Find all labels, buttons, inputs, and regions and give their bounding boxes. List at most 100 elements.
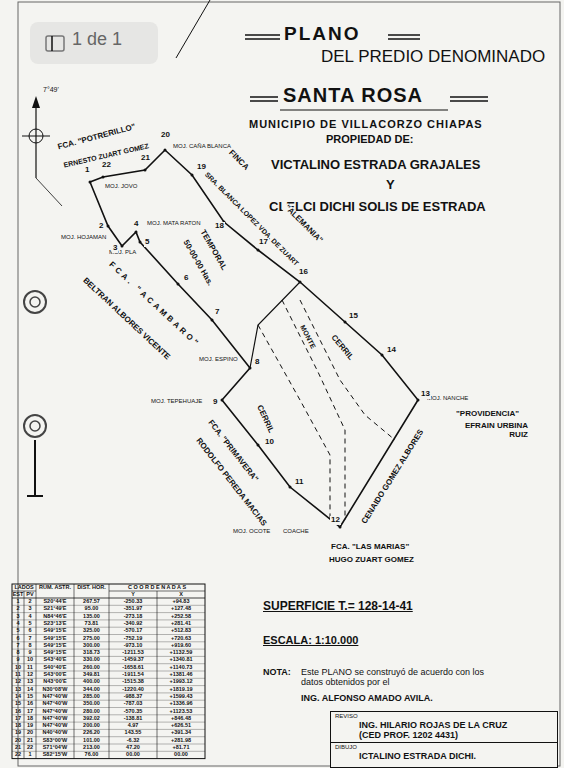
- boundary-marker: [139, 241, 142, 244]
- map-label: MOJ. HOJAMAN: [60, 234, 107, 241]
- vertex-number: 14: [386, 346, 397, 355]
- table-cell: S21°49'E: [36, 605, 74, 612]
- terrain-line: [300, 300, 395, 440]
- table-cell: 12: [24, 671, 36, 678]
- table-cell: -273.18: [109, 613, 157, 620]
- table-cell: S83°00'W: [36, 737, 74, 744]
- vertex-number: 18: [214, 222, 225, 231]
- vertex-number: 11: [294, 478, 304, 487]
- name-rule: [450, 100, 488, 102]
- title-block-box: REVISOING. HILARIO ROJAS DE LA CRUZ(CED …: [330, 711, 558, 743]
- boundary-marker: [257, 249, 260, 252]
- vertex-number: 15: [348, 312, 359, 321]
- vertex-number: 13: [420, 390, 431, 399]
- table-cell: 00.00: [109, 751, 157, 758]
- map-label: DEL PREDIO DENOMINADO: [320, 48, 546, 67]
- table-cell: S40°40'E: [36, 664, 74, 671]
- table-cell: +252.58: [157, 613, 205, 620]
- table-cell: N47°40'W: [36, 708, 74, 715]
- table-cell: 280.00: [74, 708, 109, 715]
- table-cell: 213.00: [74, 744, 109, 751]
- map-label: HUGO ZUART GOMEZ: [328, 556, 415, 565]
- punch-hole: [24, 291, 46, 313]
- vertex-number: 22: [101, 161, 112, 170]
- map-label: MOJ. ESPINO: [198, 356, 239, 363]
- table-cell: 7: [12, 642, 24, 649]
- vertex-number: 7: [214, 308, 220, 317]
- table-cell: N47°40'W: [36, 715, 74, 722]
- table-cell: +94.83: [157, 598, 205, 605]
- page-icon-line: [51, 36, 53, 51]
- map-label: FINCA: [226, 148, 251, 173]
- table-cell: 3: [24, 605, 36, 612]
- table-cell: -787.03: [109, 700, 157, 707]
- table-cell: +1381.46: [157, 671, 205, 678]
- table-rule: [157, 591, 158, 759]
- table-cell: 5: [24, 620, 36, 627]
- page-icon: [46, 36, 64, 51]
- title-block-box: DIBUJOICTALINO ESTRADA DICHI.: [330, 742, 558, 768]
- map-label: MUNICIPIO DE VILLACORZO CHIAPAS: [248, 118, 484, 130]
- block-entry: (CED PROF. 1202 4431): [335, 730, 553, 740]
- map-label: Este PLANO se construyó de acuerdo con l…: [300, 668, 487, 688]
- table-cell: +626.51: [157, 722, 205, 729]
- table-cell: 13: [24, 678, 36, 685]
- map-title: PLANO: [284, 24, 361, 45]
- sheet-line: [176, 0, 210, 58]
- boundary-marker: [164, 149, 167, 152]
- map-label: MOJ. OCOTE: [232, 528, 271, 535]
- table-cell: N40°40'W: [36, 729, 74, 736]
- table-cell: -1220.40: [109, 686, 157, 693]
- table-cell: 10: [12, 664, 24, 671]
- table-cell: +281.41: [157, 620, 205, 627]
- boundary-marker: [221, 399, 224, 402]
- block-caption: DIBUJO: [335, 744, 553, 751]
- table-cell: 4.97: [109, 722, 157, 729]
- table-cell: 19: [12, 729, 24, 736]
- north-arrow: [35, 100, 36, 178]
- table-cell: +127.48: [157, 605, 205, 612]
- table-cell: 1: [12, 598, 24, 605]
- table-cell: 344.00: [74, 686, 109, 693]
- table-cell: 12: [12, 678, 24, 685]
- table-cell: +1132.59: [157, 649, 205, 656]
- table-cell: 00.00: [157, 751, 205, 758]
- map-label: CLELCI DICHI SOLIS DE ESTRADA: [268, 200, 487, 214]
- table-header: PV: [24, 591, 36, 598]
- table-cell: 5: [12, 627, 24, 634]
- table-cell: +919.60: [157, 642, 205, 649]
- name-rule: [450, 96, 488, 98]
- table-cell: -6.32: [109, 737, 157, 744]
- boundary-marker: [381, 354, 384, 357]
- table-cell: 15: [24, 693, 36, 700]
- table-cell: 19: [24, 722, 36, 729]
- boundary-marker: [121, 245, 124, 248]
- boundary-marker: [107, 225, 110, 228]
- table-cell: 18: [24, 715, 36, 722]
- vertex-number: 21: [140, 154, 151, 163]
- table-cell: 226.20: [74, 729, 109, 736]
- table-cell: 17: [12, 715, 24, 722]
- binding-bar: [27, 495, 43, 497]
- table-cell: 11: [12, 671, 24, 678]
- table-cell: 1: [24, 751, 36, 758]
- boundary-marker: [135, 231, 138, 234]
- north-arrow: [29, 129, 43, 143]
- binding-bar: [34, 440, 36, 496]
- table-cell: +1340.81: [157, 656, 205, 663]
- vertex-number: 3: [112, 244, 118, 253]
- table-cell: 10: [24, 656, 36, 663]
- table-cell: 4: [24, 613, 36, 620]
- table-cell: S49°15'E: [36, 627, 74, 634]
- map-label: ESCALA: 1:10.000: [262, 634, 359, 646]
- table-cell: -973.10: [109, 642, 157, 649]
- table-cell: 285.00: [74, 693, 109, 700]
- punch-hole: [24, 415, 46, 437]
- boundary-marker: [257, 444, 260, 447]
- page-border: [18, 2, 560, 766]
- table-cell: 16: [12, 708, 24, 715]
- table-cell: 11: [24, 664, 36, 671]
- block-entry: ING. HILARIO ROJAS DE LA CRUZ: [335, 720, 553, 730]
- table-cell: -752.19: [109, 635, 157, 642]
- table-cell: -351.97: [109, 605, 157, 612]
